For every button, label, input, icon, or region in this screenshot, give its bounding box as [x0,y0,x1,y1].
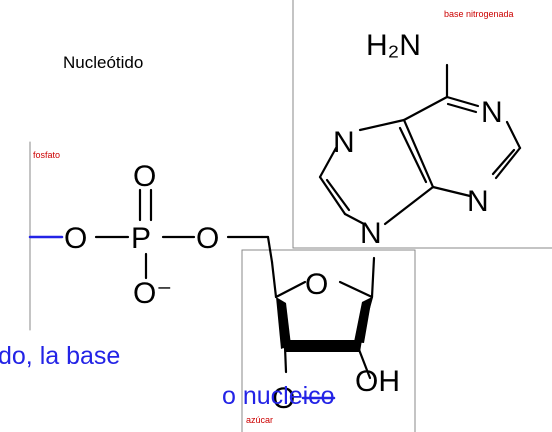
n3-label: N [467,185,489,218]
h2n-label: H₂N [366,29,421,62]
phosphorus-label: P [131,222,151,255]
fosfato-label: fosfato [33,150,60,160]
oxygen-3-label: O [272,382,295,415]
oxygen-left-label: O [64,222,87,255]
ring-oxygen-label: O [305,268,328,301]
caption-line-1: do, la base [0,342,121,370]
diagram-title: Nucleótido [63,53,143,72]
oxygen-double-label: O [133,160,156,193]
n1-label: N [481,96,503,129]
n7-label: N [333,126,355,159]
n9-label: N [360,217,382,250]
hydroxyl-label: OH [355,365,400,398]
oxygen-right-label: O [196,222,219,255]
azucar-label: azúcar [246,415,273,425]
caption-line-2: o nucleico [222,382,335,410]
oxygen-minus-label: O⁻ [133,277,172,310]
base-label: base nitrogenada [444,9,514,19]
